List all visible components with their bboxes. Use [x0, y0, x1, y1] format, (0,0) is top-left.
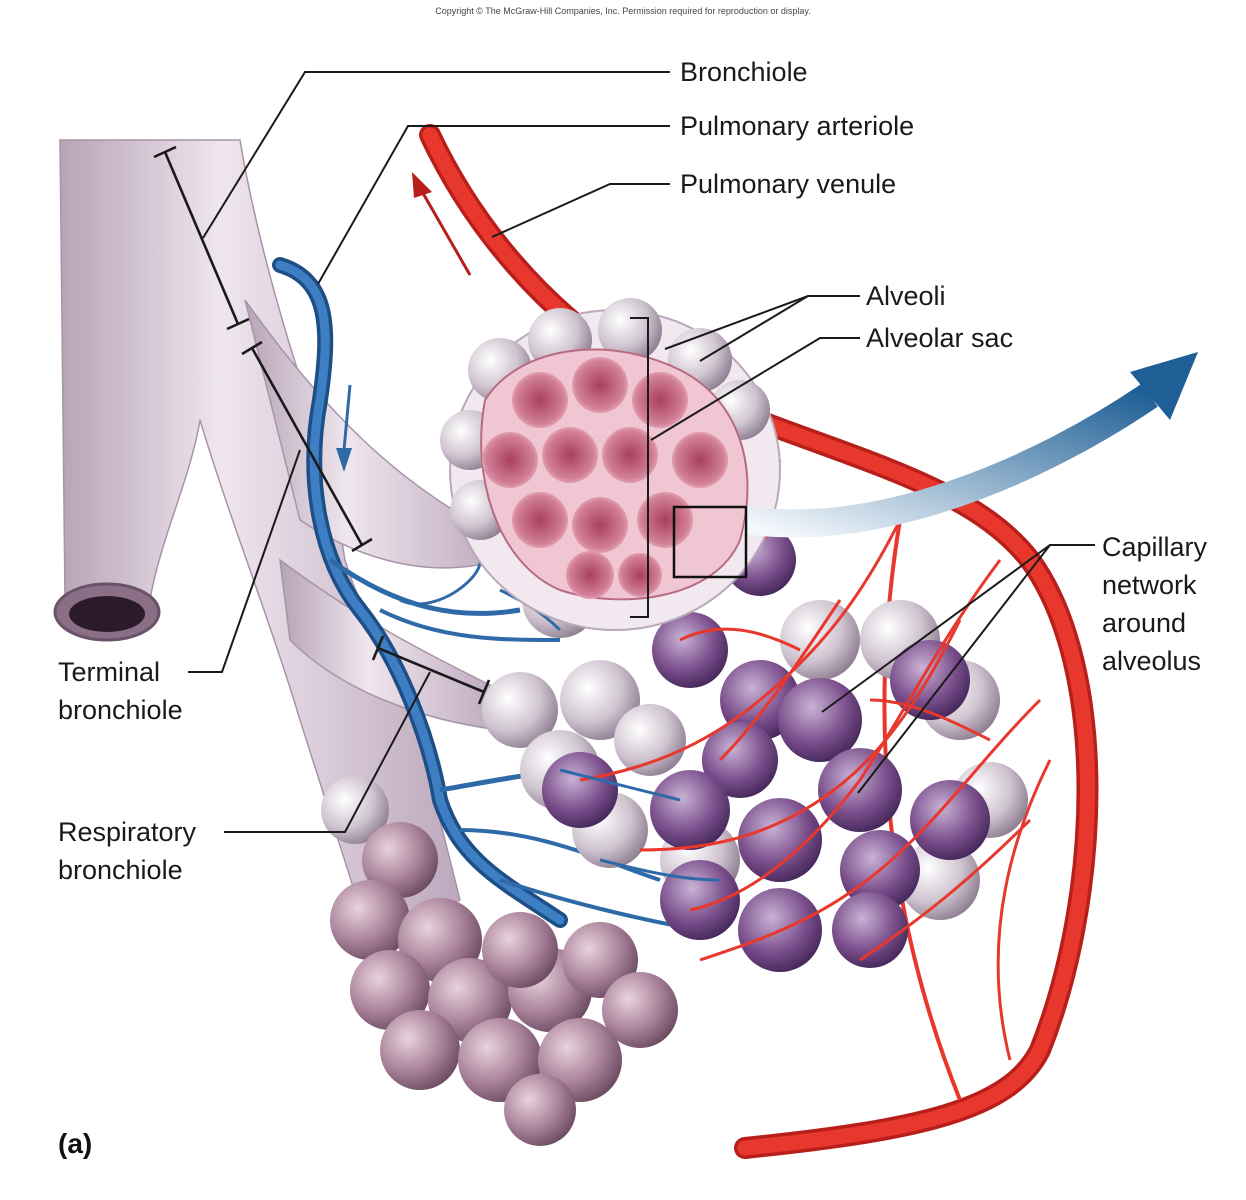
- bracket-respiratory-bronchiole: [371, 635, 491, 705]
- label-terminal-bronchiole-line1: Terminal: [58, 657, 160, 687]
- label-bronchiole: Bronchiole: [680, 57, 808, 87]
- pulmonary-arteriole-vessel: [272, 257, 701, 932]
- label-capillary-network-line1: Capillary: [1102, 532, 1208, 562]
- alveoli-cluster-lower: [321, 776, 678, 1146]
- blood-flow-arrow-red: [412, 172, 472, 276]
- label-alveoli: Alveoli: [866, 281, 946, 311]
- label-capillary-network-line4: alveolus: [1102, 646, 1201, 676]
- label-respiratory-bronchiole-line1: Respiratory: [58, 817, 197, 847]
- label-capillary-network-line3: around: [1102, 608, 1186, 638]
- zoom-arrow-head: [1130, 352, 1198, 420]
- label-terminal-bronchiole: Terminal bronchiole: [58, 657, 183, 725]
- zoom-box: [672, 505, 748, 579]
- label-respiratory-bronchiole: Respiratory bronchiole: [58, 817, 197, 885]
- bracket-terminal-bronchiole: [241, 340, 373, 553]
- label-capillary-network-line2: network: [1102, 570, 1197, 600]
- copyright-notice: Copyright © The McGraw-Hill Companies, I…: [435, 6, 810, 16]
- label-capillary-network: Capillary network around alveolus: [1102, 532, 1208, 676]
- label-alveolar-sac: Alveolar sac: [866, 323, 1013, 353]
- alveolar-sac: [440, 298, 781, 631]
- blood-flow-arrow-blue: [336, 448, 352, 472]
- alveolar-sac-cells: [482, 357, 728, 599]
- bracket-bronchiole: [153, 145, 250, 331]
- label-pulmonary-venule: Pulmonary venule: [680, 169, 896, 199]
- label-terminal-bronchiole-line2: bronchiole: [58, 695, 183, 725]
- panel-letter: (a): [58, 1128, 92, 1159]
- zoom-callout: [672, 352, 1198, 579]
- bracket-alveolar-sac: [630, 317, 649, 618]
- leader-lines: [188, 71, 1095, 833]
- label-pulmonary-arteriole: Pulmonary arteriole: [680, 111, 914, 141]
- label-respiratory-bronchiole-line2: bronchiole: [58, 855, 183, 885]
